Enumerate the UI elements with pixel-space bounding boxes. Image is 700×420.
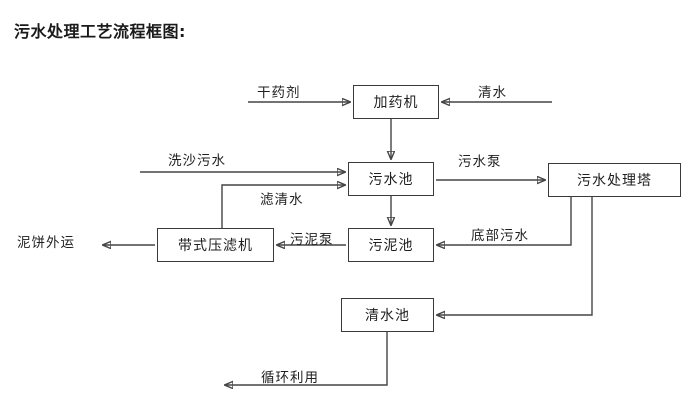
wire-filtered-water-to-wastewater-pool (221, 185, 345, 228)
label-sand-wash-wastewater: 洗沙污水 (168, 153, 226, 169)
wire-tower-bottom-sewage-to-sludge-pool (437, 197, 572, 245)
label-clean-water-input: 清水 (478, 85, 507, 101)
label-mud-cake-transport-out: 泥饼外运 (17, 235, 75, 251)
node-sludge-pool[interactable]: 污泥池 (348, 228, 434, 262)
wire-clear-water-pool-recycle (225, 332, 388, 385)
node-dosing-machine[interactable]: 加药机 (353, 85, 439, 119)
node-clear-water-pool[interactable]: 清水池 (341, 298, 434, 332)
label-bottom-sewage: 底部污水 (471, 228, 529, 244)
label-filtered-clear-water: 滤清水 (260, 192, 304, 208)
label-dry-chemical: 干药剂 (257, 85, 301, 101)
label-sludge-pump: 污泥泵 (290, 232, 334, 248)
label-recycle-reuse: 循环利用 (261, 370, 319, 386)
label-sewage-pump: 污水泵 (458, 154, 502, 170)
wire-tower-to-clear-water-pool (437, 197, 593, 315)
page-title: 污水处理工艺流程框图: (14, 22, 186, 41)
node-wastewater-pool[interactable]: 污水池 (348, 162, 434, 196)
node-treatment-tower[interactable]: 污水处理塔 (548, 163, 681, 197)
node-belt-filter-press[interactable]: 带式压滤机 (157, 228, 274, 262)
